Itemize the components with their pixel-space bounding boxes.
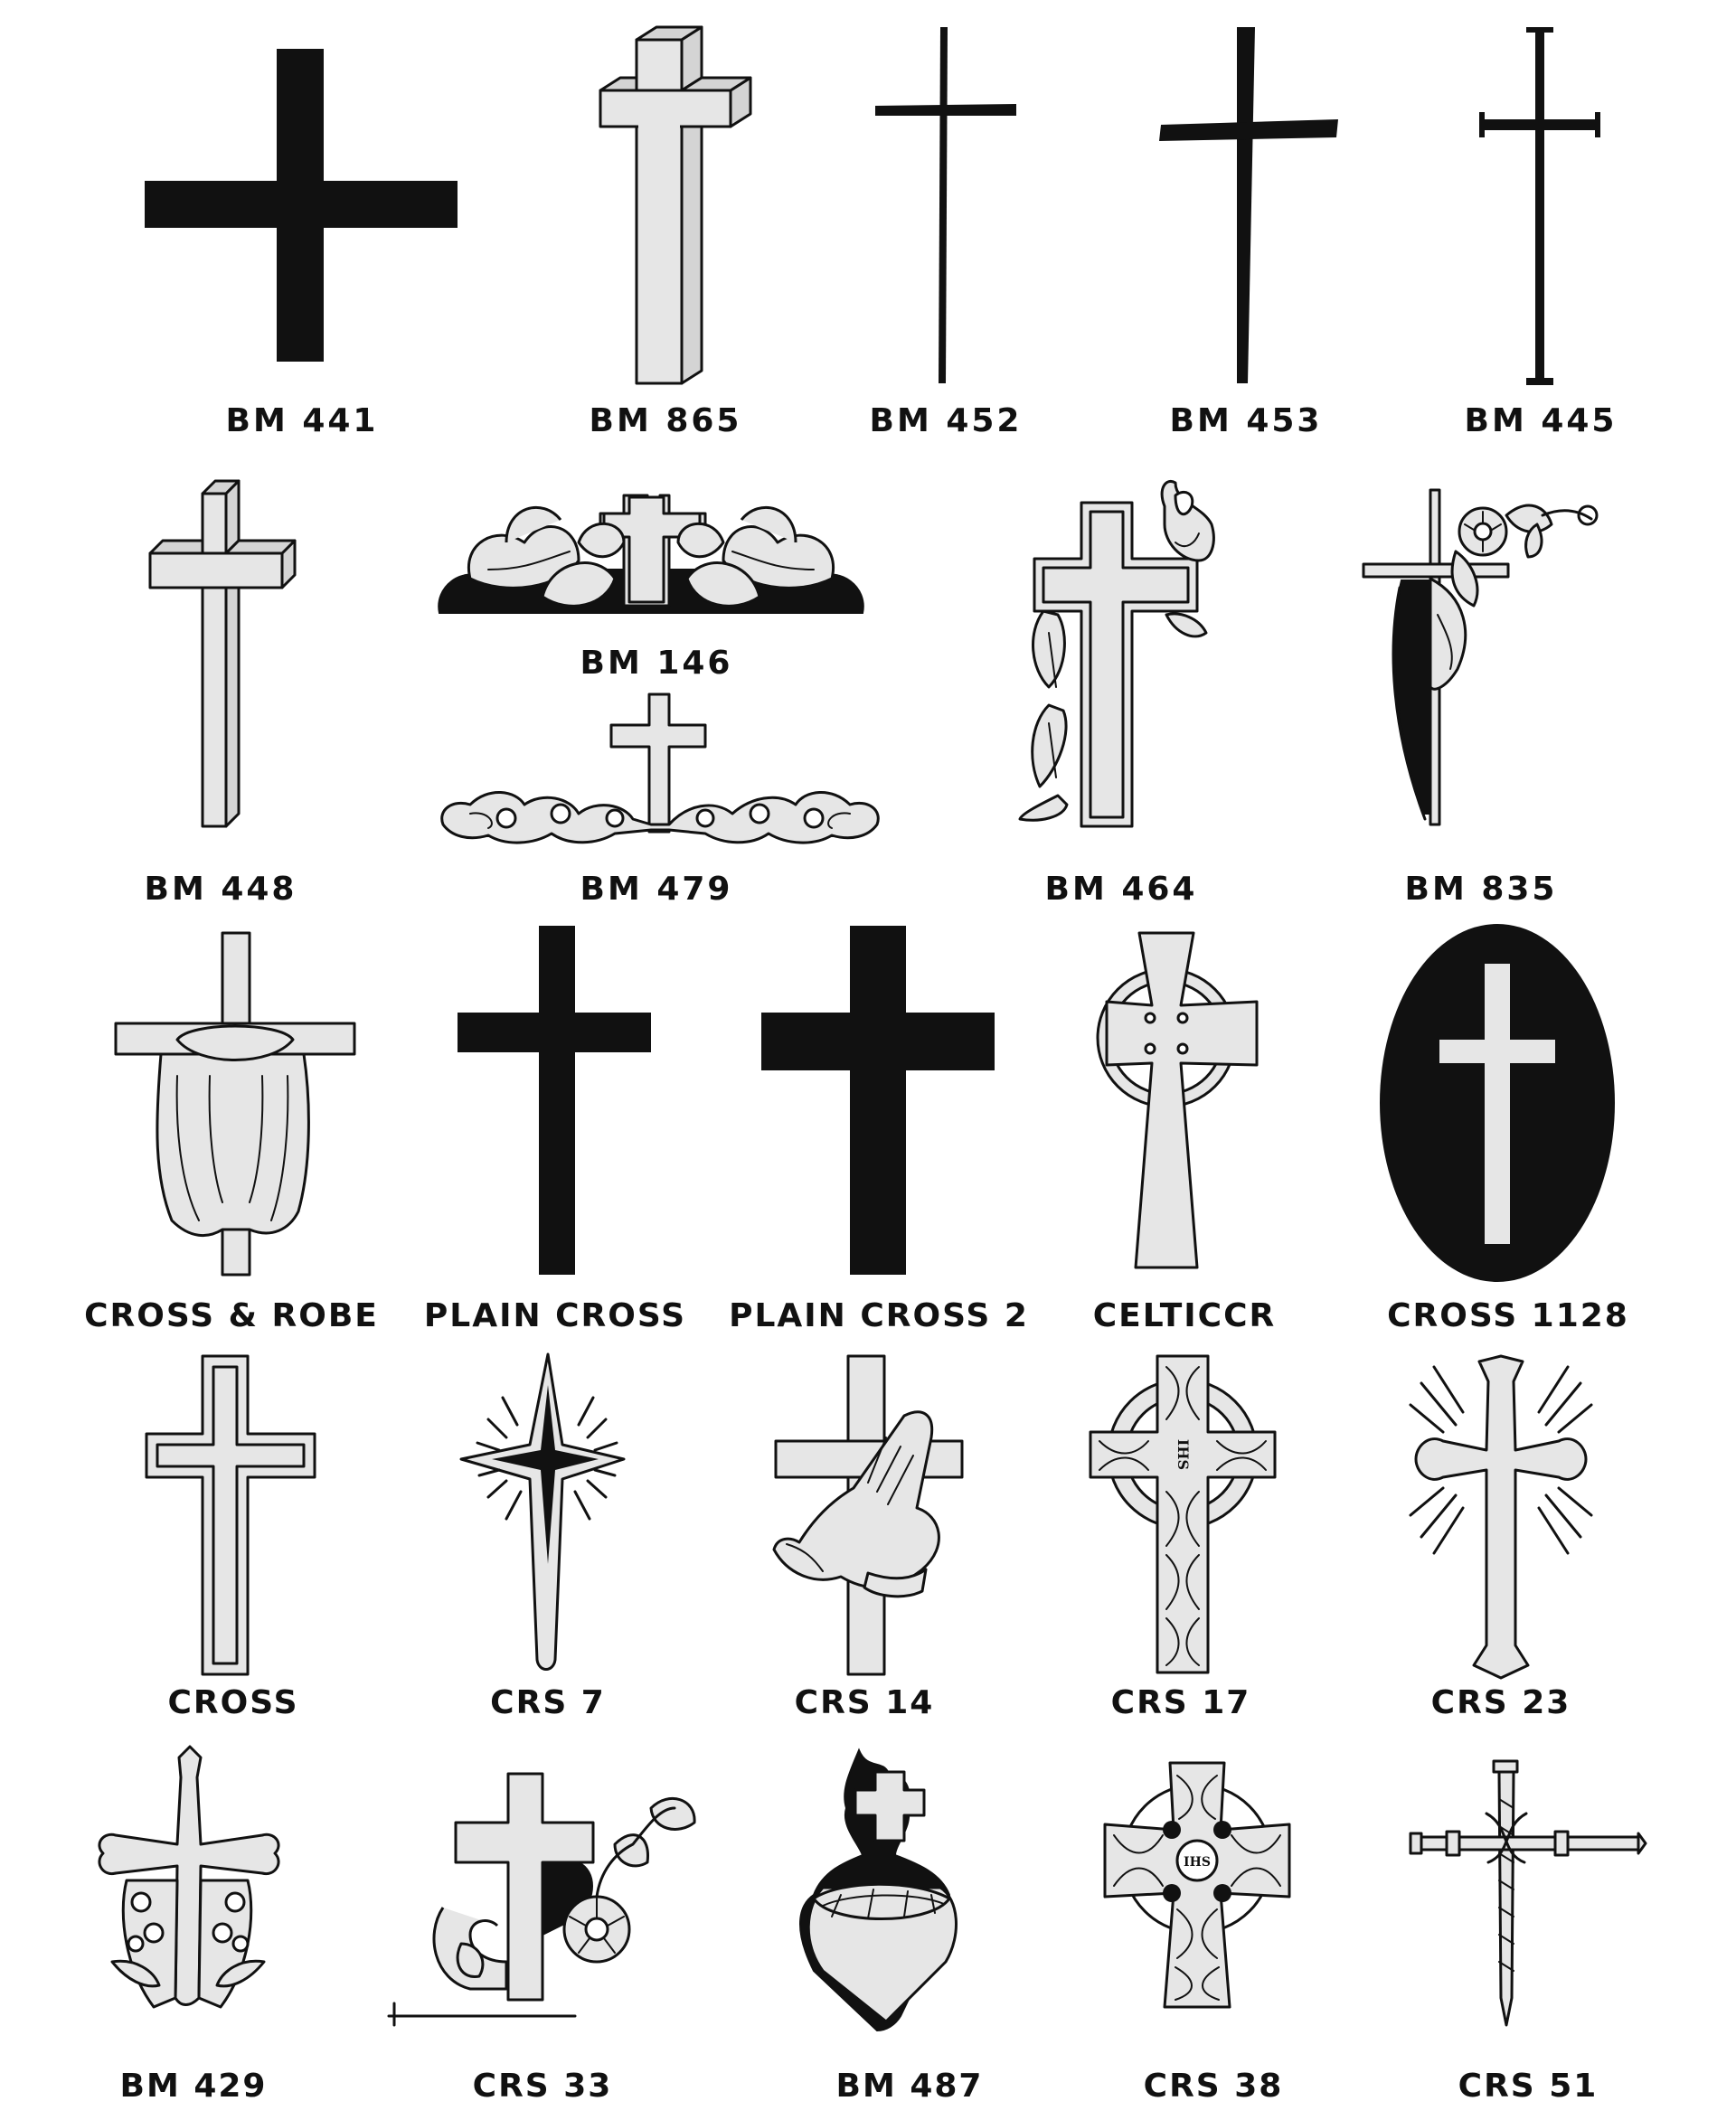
svg-text:IHS: IHS (1184, 1855, 1211, 1870)
cross-with-leaves-icon (438, 494, 864, 614)
radiant-cross-icon (1409, 1354, 1593, 1680)
outlined-cross-icon (145, 1354, 316, 1676)
praying-hands-cross-icon (772, 1354, 964, 1676)
3d-cross-icon (148, 479, 297, 828)
3d-cross-icon (599, 25, 752, 385)
ornate-celtic-cross-icon: IHS (1103, 1761, 1291, 2009)
cross-and-robe-icon (114, 931, 356, 1277)
plain-cross-icon (458, 926, 651, 1275)
label-bm-441: BM 441 (225, 402, 379, 439)
budded-cross-lily-icon (98, 1745, 280, 2009)
nail-cross-icon (1479, 27, 1600, 385)
label-plain-cross-2: PLAIN CROSS 2 (729, 1297, 1029, 1334)
label-bm-448: BM 448 (144, 871, 297, 908)
label-bm-487: BM 487 (835, 2068, 984, 2105)
svg-text:IHS: IHS (1175, 1439, 1192, 1470)
label-plain-cross: PLAIN CROSS (423, 1297, 687, 1334)
plain-cross-wide-icon (761, 926, 995, 1275)
label-crs-38: CRS 38 (1143, 2068, 1284, 2105)
celtic-knot-cross-icon: IHS (1089, 1354, 1277, 1674)
label-celticcr: CELTICCR (1092, 1297, 1277, 1334)
cross-with-flower-icon (1362, 488, 1599, 826)
label-bm-453: BM 453 (1169, 402, 1323, 439)
label-cross-and-robe: CROSS & ROBE (84, 1297, 379, 1334)
label-crs-33: CRS 33 (472, 2068, 613, 2105)
label-crs-23: CRS 23 (1430, 1684, 1571, 1721)
label-bm-429: BM 429 (119, 2068, 268, 2105)
label-crs-7: CRS 7 (490, 1684, 606, 1721)
label-cross: CROSS (167, 1684, 299, 1721)
tapered-cross-icon (1159, 27, 1338, 383)
sacred-heart-cross-icon (799, 1748, 958, 2032)
cross-in-oval-icon (1380, 924, 1615, 1282)
label-bm-865: BM 865 (589, 402, 742, 439)
label-bm-464: BM 464 (1044, 871, 1198, 908)
label-cross-1128: CROSS 1128 (1387, 1297, 1629, 1334)
thin-cross-icon (875, 27, 1016, 383)
cross-with-flowers-scroll-icon (387, 1772, 696, 2027)
label-bm-445: BM 445 (1464, 402, 1618, 439)
label-crs-14: CRS 14 (794, 1684, 935, 1721)
label-crs-51: CRS 51 (1458, 2068, 1599, 2105)
label-bm-146: BM 146 (580, 645, 733, 682)
label-bm-835: BM 835 (1404, 871, 1558, 908)
cross-with-lily-icon (1018, 480, 1215, 828)
star-cross-icon (459, 1352, 626, 1671)
label-bm-479: BM 479 (580, 871, 733, 908)
cross-with-flowers-icon (440, 693, 880, 844)
celtic-cross-icon (1096, 931, 1259, 1269)
label-bm-452: BM 452 (869, 402, 1023, 439)
label-crs-17: CRS 17 (1110, 1684, 1251, 1721)
nails-cross-icon (1409, 1759, 1647, 2027)
solid-cross-icon (145, 49, 458, 362)
